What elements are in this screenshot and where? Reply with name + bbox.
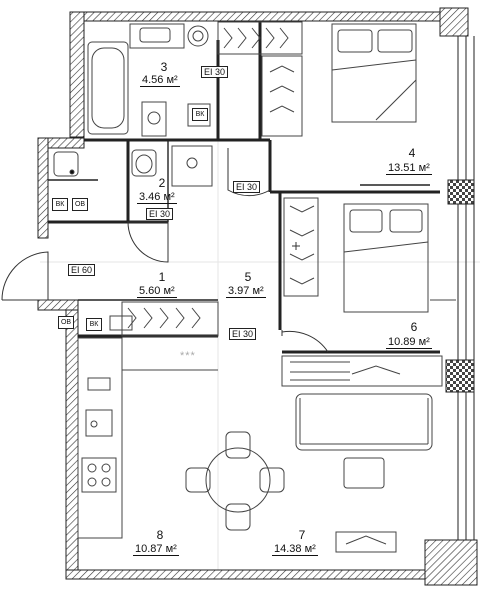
stove-marks: *** xyxy=(180,350,196,362)
room-8-area: 10.87 м² xyxy=(133,543,179,556)
room-4-area: 13.51 м² xyxy=(386,162,432,175)
living-furniture xyxy=(281,355,443,553)
room-7-area: 14.38 м² xyxy=(272,543,318,556)
wardrobe-middle xyxy=(283,197,319,297)
tag-ob-hall: ОВ xyxy=(72,198,88,211)
bed-room-6 xyxy=(343,203,456,313)
tag-bk-hall: ВК xyxy=(52,198,68,211)
room-1-area: 5.60 м² xyxy=(137,285,177,298)
room-3-number: 3 xyxy=(160,60,168,74)
window-wall xyxy=(445,36,475,540)
fire-rating-room-6-door: EI 30 xyxy=(229,328,257,340)
door-swings xyxy=(1,148,329,353)
fire-rating-entrance: EI 60 xyxy=(68,264,96,276)
room-8-number: 8 xyxy=(156,528,164,542)
room-7-number: 7 xyxy=(298,528,306,542)
room-2-number: 2 xyxy=(158,176,166,190)
dining-set xyxy=(185,431,285,531)
room-5-number: 5 xyxy=(244,270,252,284)
room-1-number: 1 xyxy=(158,270,166,284)
fire-rating-bath-3: EI 30 xyxy=(201,66,229,78)
hanger-mark xyxy=(292,242,300,250)
room-6-area: 10.89 м² xyxy=(386,336,432,349)
room-5-area: 3.97 м² xyxy=(226,285,266,298)
bed-room-4 xyxy=(331,23,417,123)
kitchen xyxy=(77,301,219,539)
tag-bk-bath-3: ВК xyxy=(192,108,208,121)
bathroom-2-fixtures xyxy=(53,145,213,187)
grid-lines xyxy=(40,140,480,575)
room-6-number: 6 xyxy=(410,320,418,334)
fire-rating-bath-2: EI 30 xyxy=(146,208,174,220)
bathroom-fixtures xyxy=(87,23,211,137)
wardrobe-top xyxy=(217,21,303,137)
tag-bk-kitchen: ВК xyxy=(86,318,102,331)
fire-rating-room-4-door: EI 30 xyxy=(233,181,261,193)
exterior-walls xyxy=(37,7,478,586)
tag-ob-kitchen: ОВ xyxy=(58,316,74,329)
room-4-number: 4 xyxy=(408,146,416,160)
room-3-area: 4.56 м² xyxy=(140,74,180,87)
room-2-area: 3.46 м² xyxy=(137,191,177,204)
